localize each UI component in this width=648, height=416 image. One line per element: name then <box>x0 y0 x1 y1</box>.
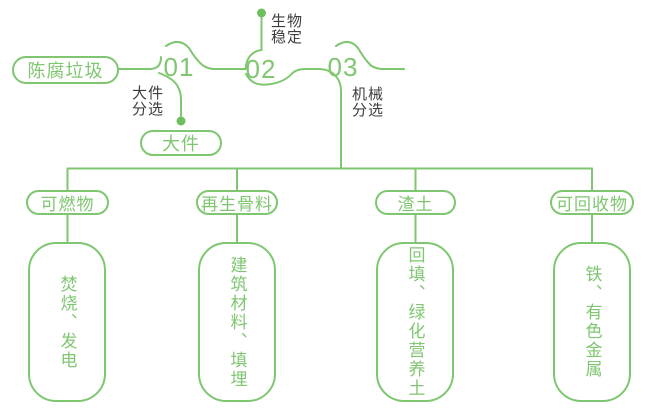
result-box-recycled-aggregate: 建筑材料、填埋 <box>198 242 276 402</box>
result-box-slag-soil: 回填、绿化营养土 <box>376 242 454 402</box>
branch-label: 可回收物 <box>556 195 628 214</box>
source-label: 陈腐垃圾 <box>27 61 104 81</box>
branch-label: 可燃物 <box>40 195 95 214</box>
annotation-bulky-sorting: 大件 分选 <box>132 85 165 118</box>
source-node: 陈腐垃圾 <box>12 56 119 84</box>
bulky-output-label: 大件 <box>162 134 200 154</box>
bulky-dot <box>176 116 186 126</box>
branch-pill-slag-soil: 渣土 <box>375 190 456 215</box>
pill-to-box-connectors <box>66 214 593 243</box>
branch-drop-lines <box>66 167 593 191</box>
step02-curl <box>244 49 263 70</box>
bulky-output-node: 大件 <box>140 130 222 156</box>
bulky-drop-line <box>158 72 182 117</box>
bio-stabilize-dot <box>257 8 266 18</box>
branch-label: 再生骨料 <box>201 195 273 214</box>
result-text: 建筑材料、填埋 <box>227 255 247 389</box>
result-box-recyclables: 铁、有色金属 <box>553 242 631 402</box>
step-number-03: 03 <box>327 52 359 82</box>
main-entry-line <box>118 56 162 70</box>
step03-feed-line <box>317 68 342 170</box>
branch-pill-combustibles: 可燃物 <box>26 190 109 215</box>
step01-flourish-arc <box>165 41 246 70</box>
result-text: 焚烧、发电 <box>57 274 77 370</box>
result-text: 回填、绿化营养土 <box>405 246 425 398</box>
branch-pill-recycled-aggregate: 再生骨料 <box>196 190 278 215</box>
annotation-bio-stabilize: 生物 稳定 <box>271 13 304 46</box>
branch-label: 渣土 <box>397 195 434 214</box>
step-number-01: 01 <box>163 52 195 82</box>
branch-pill-recyclables: 可回收物 <box>550 190 634 215</box>
result-box-combustibles: 焚烧、发电 <box>28 242 106 402</box>
step03-flourish-arc <box>335 41 405 70</box>
step02-swoosh <box>245 68 319 86</box>
annotation-mechanical-sorting: 机械 分选 <box>352 86 385 119</box>
result-text: 铁、有色金属 <box>582 265 602 379</box>
step-number-02: 02 <box>245 54 277 84</box>
